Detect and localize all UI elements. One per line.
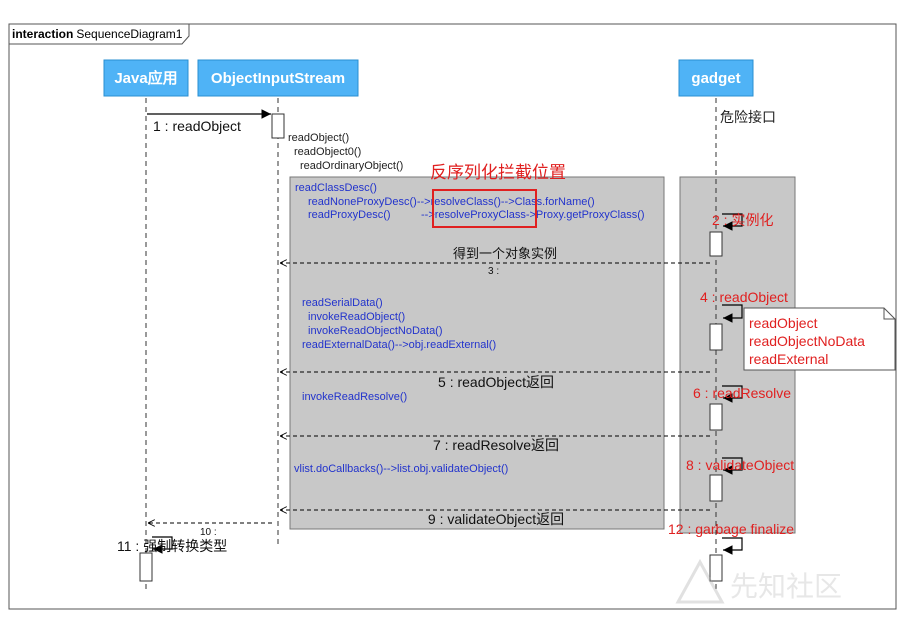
- intercept-highlight-box: [432, 189, 537, 228]
- frame-keyword: interaction: [12, 27, 73, 41]
- callout-line3: readExternal: [749, 351, 828, 367]
- block1-line2b: >resolveClass()-->: [424, 196, 514, 208]
- ois-call-2: readObject0(): [294, 146, 361, 158]
- java-label: Java应用: [114, 69, 177, 87]
- msg-7-label: 7 : readResolve返回: [433, 437, 559, 453]
- ois-label: ObjectInputStream: [211, 70, 345, 87]
- msg-3-label: 3 :: [488, 266, 499, 277]
- block1-line3a: readProxyDesc(): [308, 209, 391, 221]
- msg-12-self-arrow: [722, 537, 743, 555]
- block2-line3: invokeReadObjectNoData(): [308, 325, 443, 337]
- block3-line1: invokeReadResolve(): [302, 391, 407, 403]
- block1-line1: readClassDesc(): [295, 182, 377, 194]
- gadget-activation-8: [709, 474, 723, 502]
- java-activation: [139, 552, 153, 582]
- frame-tab: [8, 23, 190, 45]
- gadget-activation-12: [709, 554, 723, 582]
- callout-line1: readObject: [749, 315, 818, 331]
- msg-1-label: 1 : readObject: [153, 118, 241, 134]
- block2-line1: readSerialData(): [302, 297, 383, 309]
- msg-11-self-arrow: [152, 536, 173, 554]
- msg-10-label: 10 :: [200, 527, 217, 538]
- ois-gray-block: [289, 176, 665, 530]
- ois-activation: [271, 113, 285, 139]
- intercept-label: 反序列化拦截位置: [430, 163, 566, 182]
- watermark-logo-icon: [675, 558, 725, 604]
- block2-line2: invokeReadObject(): [308, 311, 405, 323]
- msg-8-label: 8 : validateObject: [686, 457, 794, 473]
- callout-line2: readObjectNoData: [749, 333, 865, 349]
- msg-4-self-arrow: [722, 304, 743, 323]
- callout-note-fold: [883, 308, 895, 320]
- msg-6-self-arrow: [722, 385, 743, 403]
- msg-4-label: 4 : readObject: [700, 289, 788, 305]
- block2-line4: readExternalData()-->obj.readExternal(): [302, 339, 496, 351]
- block4-line1: vlist.doCallbacks()-->list.obj.validateO…: [294, 463, 508, 475]
- frame-name: SequenceDiagram1: [76, 27, 182, 41]
- block1-line2a: readNoneProxyDesc()--: [308, 196, 424, 208]
- block1-line2: readNoneProxyDesc()-->resolveClass()-->C…: [308, 196, 595, 208]
- ois-box: [197, 59, 359, 97]
- gadget-activation-4: [709, 323, 723, 351]
- msg-11-label: 11 : 强制转换类型: [117, 538, 227, 554]
- block1-line3d: ->Proxy.getProxyClass(): [526, 209, 645, 221]
- gadget-activation-6: [709, 403, 723, 431]
- msg-5-label: 5 : readObject返回: [438, 374, 554, 390]
- ois-call-3: readOrdinaryObject(): [300, 160, 403, 172]
- msg-9-label: 9 : validateObject返回: [428, 511, 564, 527]
- msg-3-desc: 得到一个对象实例: [453, 246, 557, 261]
- watermark-text: 先知社区: [730, 571, 842, 602]
- gadget-activation-2: [709, 231, 723, 257]
- gadget-box: [678, 59, 754, 97]
- ois-call-1: readObject(): [288, 132, 349, 144]
- block1-line3b: -->: [421, 209, 435, 221]
- callout-note: [743, 307, 896, 371]
- gadget-label: gadget: [691, 70, 740, 87]
- msg-12-label: 12 : garbage finalize: [668, 521, 794, 537]
- gadget-note: 危险接口: [720, 109, 776, 125]
- msg-8-self-arrow: [722, 457, 743, 475]
- frame-border: [8, 23, 897, 610]
- block1-line2c: Class.forName(): [515, 196, 595, 208]
- msg-2-self-arrow: [722, 213, 743, 231]
- msg-6-label: 6 : readResolve: [693, 385, 791, 401]
- watermark: 先知社区: [675, 558, 842, 604]
- java-box: [103, 59, 189, 97]
- block1-line3: -->resolveProxyClass->Proxy.getProxyClas…: [421, 209, 645, 221]
- msg-2-label: 2 : 实例化: [712, 212, 773, 228]
- block1-line3c: resolveProxyClass: [435, 209, 527, 221]
